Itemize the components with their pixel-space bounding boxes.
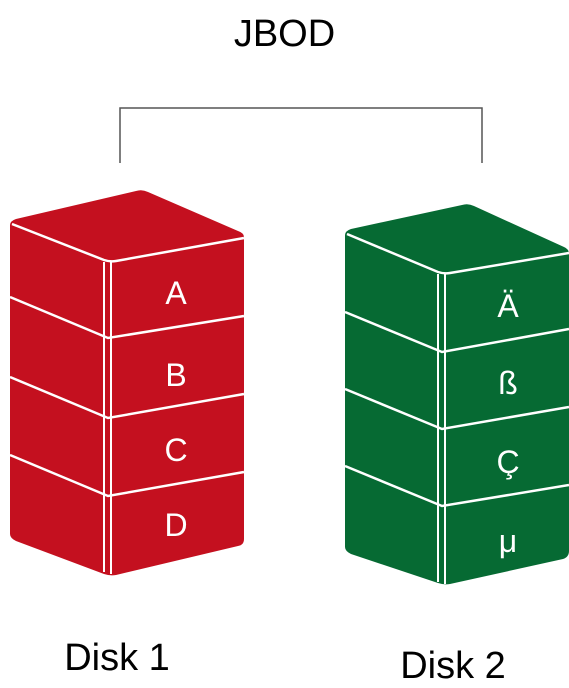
disk-1-block-4: D (164, 507, 187, 543)
disk-2-label: Disk 2 (343, 644, 563, 688)
jbod-bracket (120, 108, 482, 163)
disk-2-block-3: Ç (496, 444, 519, 480)
disk-1-block-2: B (165, 357, 186, 393)
disk-1-stack: A B C D (10, 190, 244, 575)
disk-1-label: Disk 1 (7, 636, 227, 680)
disk-2-body (345, 204, 569, 584)
disk-1-block-1: A (165, 275, 187, 311)
disk-1-body (10, 190, 244, 575)
disk-2-block-2: ß (498, 365, 518, 401)
disk-2-block-1: Ä (497, 288, 519, 324)
disk-2-block-4: μ (499, 523, 517, 559)
disk-2-stack: Ä ß Ç μ (345, 204, 569, 584)
disk-1-block-3: C (164, 432, 187, 468)
